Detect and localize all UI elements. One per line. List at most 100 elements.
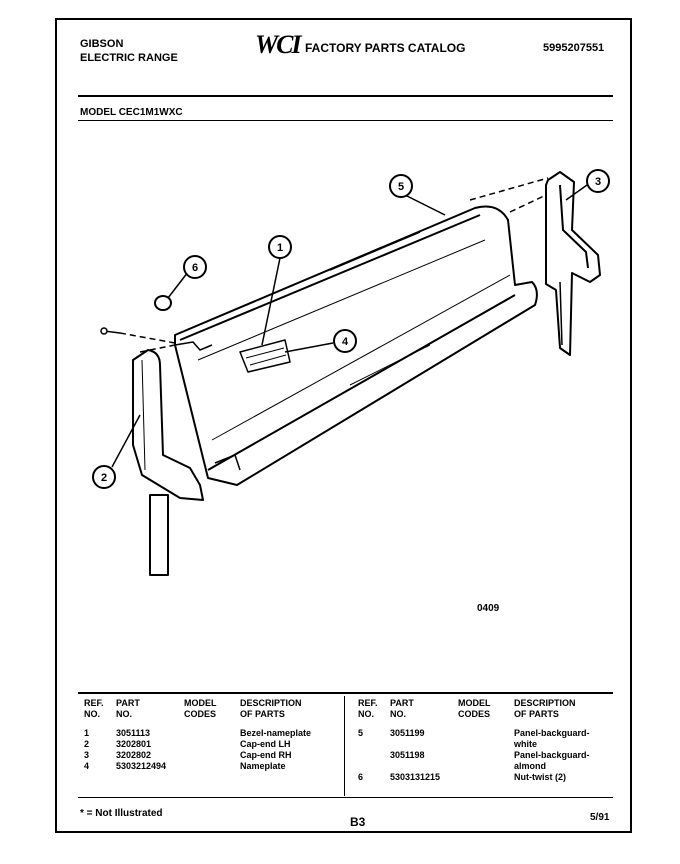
product-line: ELECTRIC RANGE [80, 52, 178, 64]
ref-no-header: REF. [358, 698, 378, 708]
description-header: DESCRIPTION [514, 698, 576, 708]
table-row: 5 3051199 Panel-backguard- [356, 728, 592, 739]
model-codes-header-2: CODES [184, 709, 217, 719]
part-cell: 3051113 [116, 728, 151, 738]
diagram-code: 0409 [477, 603, 500, 614]
table-bottom-rule [78, 797, 613, 798]
part-no-header-2: NO. [390, 709, 407, 719]
callout-4-label: 4 [342, 336, 349, 348]
ref-cell: 3 [84, 750, 90, 760]
header-rule [78, 95, 613, 97]
ref-cell: 1 [84, 728, 90, 738]
ref-cell [356, 750, 388, 761]
page-border [55, 18, 632, 833]
table-row: 3 3202802 Cap-end RH [82, 750, 313, 761]
revision-date: 5/91 [590, 812, 610, 823]
codes-cell [182, 739, 238, 750]
model-number: MODEL CEC1M1WXC [80, 107, 183, 118]
table-row: 6 5303131215 Nut-twist (2) [356, 772, 592, 783]
ref-no-header-2: NO. [84, 709, 101, 719]
ref-cell [356, 739, 388, 750]
callout-1 [268, 235, 292, 259]
part-no-header-2: NO. [116, 709, 133, 719]
wci-logo: WCI [255, 30, 302, 59]
desc-cell: Panel-backguard- [514, 728, 590, 738]
callout-2 [92, 465, 116, 489]
table-row: 2 3202801 Cap-end LH [82, 739, 313, 750]
ref-no-header-2: NO. [358, 709, 375, 719]
callout-3-label: 3 [595, 176, 601, 188]
table-row: white [356, 739, 592, 750]
table-row: almond [356, 761, 592, 772]
catalog-number: 5995207551 [543, 42, 605, 54]
model-codes-header: MODEL [184, 698, 217, 708]
screw-head [100, 327, 108, 335]
footnote: * = Not Illustrated [80, 808, 163, 819]
part-cell: 3202802 [116, 750, 152, 760]
ref-cell: 6 [358, 772, 364, 782]
leader-lines [111, 184, 588, 468]
part-cell: 3051199 [390, 728, 425, 738]
callout-1-label: 1 [277, 242, 283, 254]
desc-cell: white [514, 739, 538, 749]
brand-name: GIBSON [80, 38, 124, 50]
model-codes-header: MODEL [458, 698, 491, 708]
part-cell [388, 739, 456, 750]
codes-cell [456, 750, 512, 761]
page-number: B3 [350, 815, 366, 829]
ref-cell: 2 [84, 739, 90, 749]
desc-cell: Bezel-nameplate [240, 728, 312, 738]
desc-cell: Cap-end RH [240, 750, 292, 760]
end-cap-rh [545, 171, 601, 356]
part-no-header: PART [390, 698, 414, 708]
callout-5 [389, 174, 413, 198]
callout-6 [183, 255, 207, 279]
codes-cell [182, 761, 238, 772]
catalog-title: FACTORY PARTS CATALOG [305, 41, 466, 55]
assembly-lines [119, 177, 549, 353]
callout-6-label: 6 [192, 262, 198, 274]
codes-cell [456, 728, 512, 739]
ref-cell: 5 [358, 728, 364, 738]
desc-cell: Nut-twist (2) [514, 772, 566, 782]
table-column-divider [344, 696, 345, 796]
description-header: DESCRIPTION [240, 698, 302, 708]
model-codes-header-2: CODES [458, 709, 491, 719]
part-cell: 5303131215 [390, 772, 441, 782]
codes-cell [456, 772, 512, 783]
description-header-2: OF PARTS [514, 709, 559, 719]
nameplate [239, 339, 291, 373]
desc-cell: Nameplate [240, 761, 286, 771]
end-cap-lh [132, 349, 204, 576]
ref-cell: 4 [84, 761, 90, 771]
ref-cell [356, 761, 388, 772]
part-no-header: PART [116, 698, 140, 708]
callout-2-label: 2 [101, 472, 107, 484]
part-cell: 3051198 [390, 750, 425, 760]
callout-3 [586, 169, 610, 193]
table-top-rule [78, 692, 613, 694]
part-cell [388, 761, 456, 772]
description-header-2: OF PARTS [240, 709, 285, 719]
part-cell: 5303212494 [116, 761, 167, 771]
desc-cell: Cap-end LH [240, 739, 291, 749]
model-rule [78, 120, 613, 121]
codes-cell [182, 728, 238, 739]
table-row: 4 5303212494 Nameplate [82, 761, 313, 772]
callout-4 [333, 329, 357, 353]
codes-cell [456, 761, 512, 772]
ref-no-header: REF. [84, 698, 104, 708]
part-cell: 3202801 [116, 739, 152, 749]
codes-cell [182, 750, 238, 761]
nut-twist [154, 295, 172, 311]
desc-cell: almond [514, 761, 547, 771]
table-row: 1 3051113 Bezel-nameplate [82, 728, 313, 739]
callout-5-label: 5 [398, 181, 404, 193]
codes-cell [456, 739, 512, 750]
